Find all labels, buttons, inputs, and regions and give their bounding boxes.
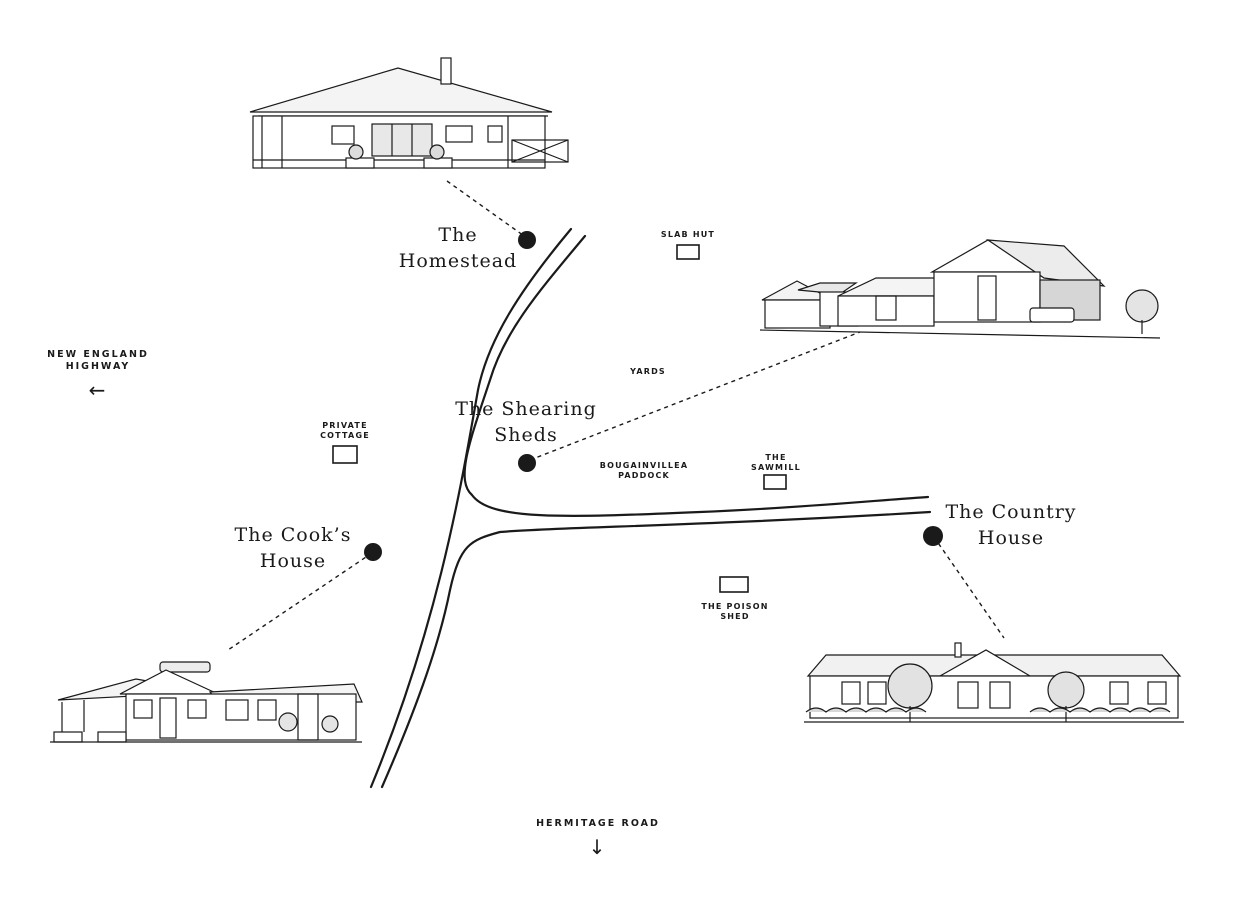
slab-hut-label: SLAB HUT xyxy=(660,230,716,239)
homestead-label-line1: The xyxy=(438,224,478,246)
shearing-dot xyxy=(518,454,536,472)
homestead-drawing-icon xyxy=(249,57,569,169)
sawmill-box xyxy=(763,474,787,490)
hermitage-road-label[interactable]: HERMITAGE ROAD ↓ xyxy=(518,818,678,860)
homestead-label[interactable]: The Homestead xyxy=(388,222,528,274)
hermitage-label-text: HERMITAGE ROAD xyxy=(536,818,660,829)
poison-shed-label-line2: SHED xyxy=(720,612,750,621)
private-cottage-box xyxy=(332,445,358,464)
country-house-label-line2: House xyxy=(977,527,1045,549)
shearing-connector xyxy=(529,331,861,461)
country-house-label[interactable]: The Country House xyxy=(932,499,1090,551)
sawmill-label: THE SAWMILL xyxy=(740,453,812,473)
slab-hut-box xyxy=(676,244,700,260)
homestead-dot xyxy=(518,231,536,249)
bougainvillea-label-line1: BOUGAINVILLEA xyxy=(599,461,689,470)
left-arrow-icon: ← xyxy=(88,378,108,402)
sawmill-label-line1: THE xyxy=(765,453,787,462)
country-dot xyxy=(923,526,943,546)
shearing-sheds-label-line2: Sheds xyxy=(494,424,558,446)
road-north-west-edge xyxy=(369,227,573,789)
new-england-highway-label[interactable]: NEW ENGLAND HIGHWAY ← xyxy=(38,349,158,403)
private-cottage-label: PRIVATE COTTAGE xyxy=(305,421,385,441)
private-cottage-label-line2: COTTAGE xyxy=(320,431,370,440)
cooks-house-drawing-icon xyxy=(50,661,363,743)
cooks-connector xyxy=(227,552,373,651)
cooks-house-label[interactable]: The Cook’s House xyxy=(222,522,364,574)
bougainvillea-paddock-label: BOUGAINVILLEA PADDOCK xyxy=(584,461,704,481)
yards-label: YARDS xyxy=(630,367,666,376)
cooks-house-label-line2: House xyxy=(259,550,327,572)
homestead-connector xyxy=(446,180,528,239)
cooks-house-label-line1: The Cook’s xyxy=(234,524,352,546)
road-south-edge xyxy=(380,510,932,789)
road-north-east-edge xyxy=(463,234,930,517)
poison-shed-label: THE POISON SHED xyxy=(690,602,780,622)
shearing-sheds-label-line1: The Shearing xyxy=(455,398,597,420)
shearing-sheds-drawing-icon xyxy=(759,239,1161,339)
poison-shed-label-line1: THE POISON xyxy=(701,602,769,611)
shearing-sheds-label[interactable]: The Shearing Sheds xyxy=(446,396,606,448)
highway-label-line1: NEW ENGLAND xyxy=(47,349,149,360)
private-cottage-label-line1: PRIVATE xyxy=(322,421,368,430)
country-house-drawing-icon xyxy=(804,642,1184,723)
highway-label-line2: HIGHWAY xyxy=(65,361,131,372)
country-house-label-line1: The Country xyxy=(945,501,1077,523)
poison-shed-box xyxy=(719,576,749,593)
country-connector xyxy=(933,536,1005,639)
sawmill-label-line2: SAWMILL xyxy=(751,463,801,472)
down-arrow-icon: ↓ xyxy=(588,835,608,859)
bougainvillea-label-line2: PADDOCK xyxy=(618,471,670,480)
homestead-label-line2: Homestead xyxy=(398,250,518,272)
cooks-dot xyxy=(364,543,382,561)
